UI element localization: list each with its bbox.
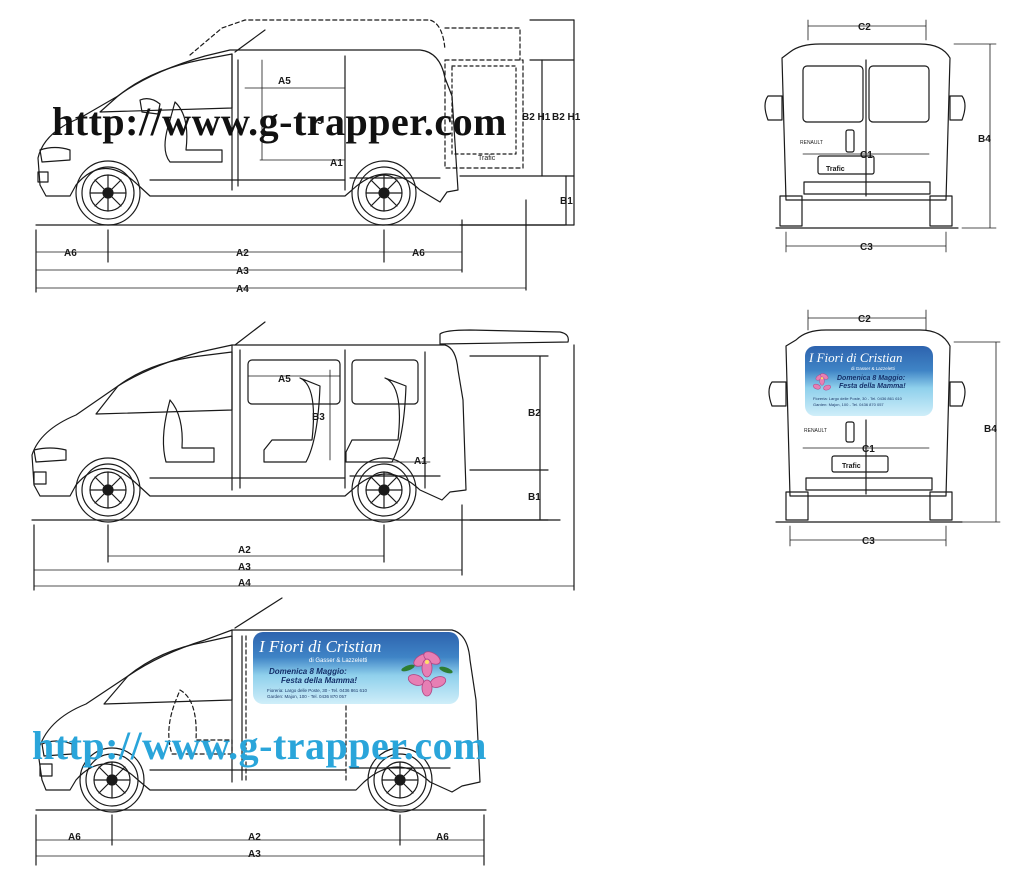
- dim-label-b2-h2: B2 H1: [552, 112, 581, 123]
- dim-label-a6-front: A6: [64, 248, 77, 259]
- dim-label-a2: A2: [238, 545, 251, 556]
- rear-wheel: [351, 160, 417, 226]
- banner-title: I Fiori di Cristian: [809, 350, 903, 365]
- dim-label-a3: A3: [248, 849, 261, 860]
- dim-label-c2: C2: [858, 314, 871, 325]
- banner-promo-line1: Domenica 8 Maggio:: [837, 375, 906, 382]
- dim-label-c1: C1: [860, 150, 873, 161]
- dim-label-a4: A4: [238, 578, 251, 589]
- panel-badge: Trafic: [478, 155, 496, 162]
- front-wheel: [75, 160, 141, 226]
- shop-banner-rear: I Fiori di Cristian di Gasser & Lazzelet…: [805, 346, 933, 416]
- dimension-labels: A5 B3 A1 B2 H1 B2 H1 B1 A6 A2 A6 A3 A4 A…: [64, 22, 997, 860]
- watermark-url-top: http://www.g-trapper.com: [52, 99, 507, 144]
- side-view-panel-van: [35, 19, 575, 293]
- dim-label-a3: A3: [236, 266, 249, 277]
- dim-label-a6-rear: A6: [436, 832, 449, 843]
- banner-promo-line2: Festa della Mamma!: [839, 383, 906, 390]
- side-view-branded-van: [35, 597, 487, 866]
- dim-label-a3: A3: [238, 562, 251, 573]
- rear-plate-badge: Trafic: [842, 463, 861, 470]
- dim-label-b1: B1: [528, 492, 541, 503]
- dim-label-c2: C2: [858, 22, 871, 33]
- brand-badge: RENAULT: [800, 140, 823, 146]
- dim-label-b1: B1: [560, 196, 573, 207]
- dim-label-b3: B3: [310, 116, 323, 127]
- flower-icon: [813, 373, 831, 391]
- rear-wheel: [367, 747, 433, 813]
- banner-title: I Fiori di Cristian: [259, 637, 382, 656]
- banner-promo-line2: Festa della Mamma!: [281, 676, 358, 685]
- dim-label-a5: A5: [278, 76, 291, 87]
- dim-label-c3: C3: [862, 536, 875, 547]
- banner-promo-line1: Domenica 8 Maggio:: [269, 667, 347, 676]
- dim-label-b2: B2: [528, 408, 541, 419]
- side-view-crew-van: [31, 321, 575, 591]
- watermark-url-bottom: http://www.g-trapper.com: [32, 723, 487, 768]
- dim-label-b4: B4: [978, 134, 991, 145]
- dim-label-a2: A2: [248, 832, 261, 843]
- dim-label-b4: B4: [984, 424, 997, 435]
- dim-label-c3: C3: [860, 242, 873, 253]
- dim-label-a2: A2: [236, 248, 249, 259]
- flower-icon: [401, 651, 453, 697]
- dim-label-c1: C1: [862, 444, 875, 455]
- shop-banner-side: I Fiori di Cristian di Gasser & Lazzelet…: [253, 632, 459, 704]
- dim-label-a1: A1: [330, 158, 343, 169]
- front-wheel: [75, 457, 141, 523]
- brand-badge: RENAULT: [804, 428, 827, 434]
- rear-plate-badge: Trafic: [826, 166, 845, 173]
- dim-label-b3: B3: [312, 412, 325, 423]
- dim-label-a4: A4: [236, 284, 249, 295]
- dim-label-a5: A5: [278, 374, 291, 385]
- front-wheel: [79, 747, 145, 813]
- rear-wheel: [351, 457, 417, 523]
- dim-label-b2-h1: B2 H1: [522, 112, 551, 123]
- rear-view-branded: [768, 309, 1001, 547]
- dim-label-a6-front: A6: [68, 832, 81, 843]
- rear-view-plain: [764, 19, 997, 253]
- banner-address-line2: Garden: Majon, 100 - Tel. 0436 870 057: [267, 694, 347, 699]
- banner-address-line1: Fioreria: Largo delle Poste, 30 - Tel. 0…: [813, 396, 902, 401]
- vehicle-lettering: RENAULT Trafic RENAULT Trafic Trafic: [478, 140, 861, 470]
- dim-label-a6-rear: A6: [412, 248, 425, 259]
- banner-subtitle: di Gasser & Lazzeletti: [309, 658, 368, 664]
- banner-address-line1: Fioreria: Largo delle Poste, 30 - Tel. 0…: [267, 688, 367, 693]
- banner-subtitle: di Gasser & Lazzeletti: [851, 366, 895, 371]
- banner-address-line2: Garden: Majon, 100 - Tel. 0436 870 057: [813, 402, 884, 407]
- dim-label-a1: A1: [414, 456, 427, 467]
